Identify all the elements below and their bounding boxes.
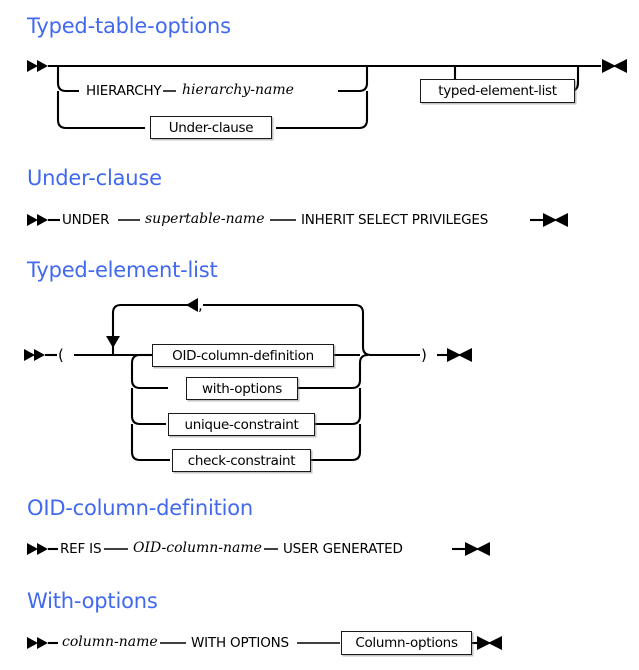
rail-row3-in [130, 388, 166, 426]
keyword-with-options: WITH OPTIONS [189, 635, 291, 651]
variable-supertable-name: supertable-name [143, 211, 267, 227]
entry-marker-section3 [24, 349, 45, 361]
exit-marker-section4 [465, 542, 490, 556]
entry-marker-section2 [27, 214, 48, 226]
keyword-user-generated: USER GENERATED [281, 541, 405, 557]
exit-marker-section1 [602, 59, 627, 73]
rail-row4-out [310, 424, 362, 462]
entry-marker-section4 [27, 543, 48, 555]
exit-marker-section2 [543, 213, 568, 227]
nonterminal-box-typed-element-list[interactable]: typed-element-list [420, 79, 575, 103]
punctuation-close-paren: ) [421, 346, 427, 364]
page-title-typed-table-options: Typed-table-options [27, 14, 231, 38]
page-title-with-options: With-options [27, 589, 158, 613]
keyword-under: UNDER [60, 212, 112, 228]
nonterminal-box-under-clause[interactable]: Under-clause [150, 116, 272, 139]
entry-marker-section5 [27, 637, 48, 649]
nonterminal-box-unique-constraint[interactable]: unique-constraint [168, 413, 315, 436]
rail-row3-out [314, 388, 362, 426]
page-title-under-clause: Under-clause [27, 166, 162, 190]
page-title-typed-element-list: Typed-element-list [27, 258, 218, 282]
nonterminal-box-column-options[interactable]: Column-options [341, 631, 472, 655]
branch-close-hierarchy [338, 66, 369, 93]
exit-marker-section3 [447, 348, 472, 362]
branch-open-hierarchy [56, 66, 79, 93]
nonterminal-box-oid-column-definition[interactable]: OID-column-definition [152, 344, 334, 367]
rail-row4-in [130, 424, 170, 462]
page-title-oid-column-definition: OID-column-definition [27, 496, 254, 520]
keyword-ref-is: REF IS [58, 541, 104, 557]
variable-column-name: column-name [60, 634, 160, 650]
punctuation-open-paren: ( [58, 346, 64, 364]
loop-separator-comma: , [198, 296, 203, 314]
loop-arrow-left [186, 298, 198, 312]
keyword-hierarchy: HIERARCHY [84, 83, 164, 99]
loop-arrow-down [106, 336, 120, 348]
variable-hierarchy-name: hierarchy-name [180, 82, 296, 98]
entry-marker-section1 [27, 60, 48, 72]
exit-marker-section5 [477, 636, 502, 650]
nonterminal-box-check-constraint[interactable]: check-constraint [172, 449, 311, 472]
keyword-inherit-select-privileges: INHERIT SELECT PRIVILEGES [299, 212, 491, 228]
variable-oid-column-name: OID-column-name [131, 540, 264, 556]
nonterminal-box-with-options[interactable]: with-options [186, 377, 298, 400]
